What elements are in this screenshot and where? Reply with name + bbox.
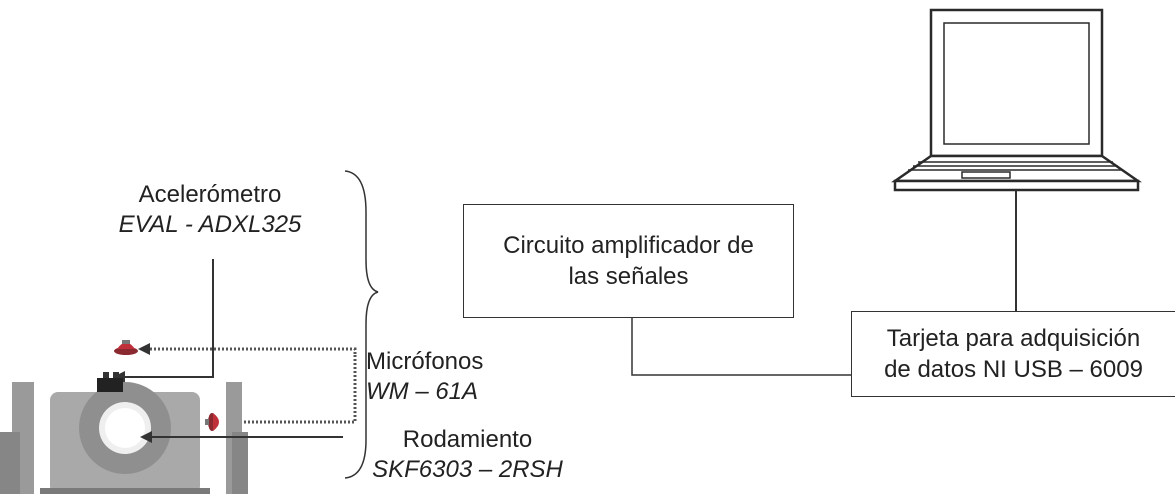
laptop-icon — [891, 8, 1142, 192]
accelerometer-line — [123, 259, 214, 378]
accelerometer-title: Acelerómetro — [138, 181, 282, 208]
curly-brace — [344, 170, 379, 479]
daq-line1: Tarjeta para adquisición — [886, 325, 1141, 352]
microphone-bottom-icon — [205, 413, 219, 431]
mic-top-arrowhead — [138, 343, 150, 355]
accelerometer-label: Acelerómetro EVAL - ADXL325 — [85, 180, 335, 240]
mic-bottom-dotted-line — [234, 355, 357, 424]
daq-line2: de datos NI USB – 6009 — [884, 356, 1143, 383]
bearing-arrowhead — [140, 431, 152, 443]
bearing-housing-image — [0, 372, 248, 494]
mic-top-dotted-line — [146, 347, 357, 354]
bearing-model: SKF6303 – 2RSH — [372, 456, 563, 483]
amplifier-line1: Circuito amplificador de — [503, 232, 754, 259]
microphones-model: WM – 61A — [366, 378, 479, 405]
accelerometer-model: EVAL - ADXL325 — [118, 211, 302, 238]
microphone-top-icon — [114, 340, 138, 355]
daq-box: Tarjeta para adquisición de datos NI USB… — [851, 311, 1175, 397]
amplifier-box: Circuito amplificador de las señales — [463, 204, 794, 318]
microphones-label: Micrófonos WM – 61A — [366, 347, 483, 407]
amplifier-line2: las señales — [568, 263, 689, 290]
bearing-label: Rodamiento SKF6303 – 2RSH — [350, 425, 585, 485]
microphones-title: Micrófonos — [366, 348, 484, 375]
bearing-title: Rodamiento — [402, 426, 533, 453]
amplifier-to-daq-line — [631, 318, 851, 376]
